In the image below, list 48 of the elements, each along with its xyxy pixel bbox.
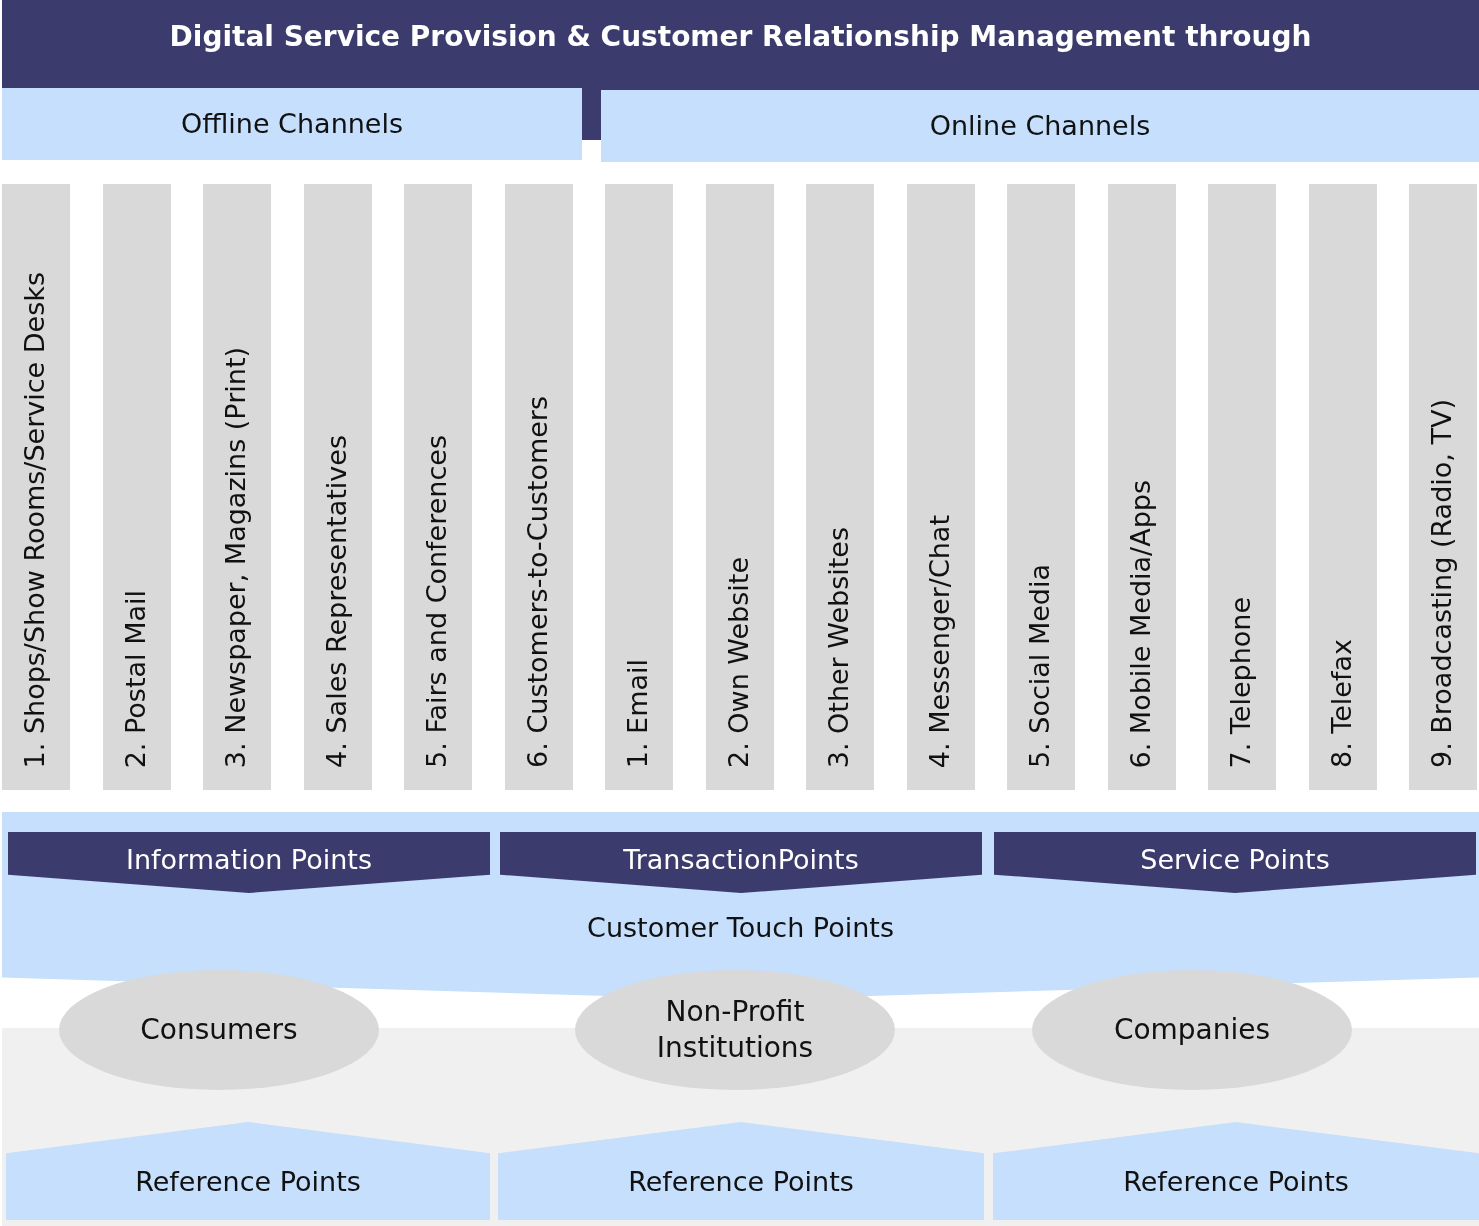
reference-label: Reference Points <box>134 1166 362 1197</box>
chevron-banner <box>500 832 982 893</box>
channel-column <box>605 184 673 790</box>
channel-header <box>2 88 582 160</box>
channel-label: 3. Other Websites <box>823 526 854 768</box>
chevron-banner <box>8 832 490 893</box>
channel-label: 4. Messenger/Chat <box>924 514 955 768</box>
banner-heading: Information Points <box>125 844 373 875</box>
channel-header <box>601 90 1479 162</box>
channel-label: 9. Broadcasting (Radio, TV) <box>1426 398 1457 768</box>
channel-label: 8. Telefax <box>1326 639 1357 768</box>
channel-heading: Offline Channels <box>179 108 405 139</box>
banner-heading: Service Points <box>1139 844 1331 875</box>
channel-column <box>103 184 171 790</box>
customer-label: Companies <box>1112 1011 1272 1048</box>
channel-column <box>1007 184 1075 790</box>
channel-label: 4. Sales Representatives <box>321 435 352 768</box>
channel-label: 2. Postal Mail <box>120 589 151 768</box>
channel-column <box>806 184 874 790</box>
channel-column <box>706 184 774 790</box>
channel-column <box>505 184 573 790</box>
reference-label: Reference Points <box>1122 1166 1350 1197</box>
channel-column <box>304 184 372 790</box>
channel-column <box>2 184 70 790</box>
channel-column <box>404 184 472 790</box>
chevron-banner <box>994 832 1476 893</box>
channel-column <box>1309 184 1377 790</box>
channel-column <box>203 184 271 790</box>
customer-label: Non-Profit Institutions <box>655 993 815 1066</box>
customer-label: Consumers <box>139 1011 299 1048</box>
channel-label: 7. Telephone <box>1225 596 1256 768</box>
channel-label: 1. Email <box>622 658 653 768</box>
channel-column <box>907 184 975 790</box>
channel-heading: Online Channels <box>928 110 1152 141</box>
channel-column <box>1208 184 1276 790</box>
channel-label: 6. Customers-to-Customers <box>522 396 553 768</box>
channel-label: 3. Newspaper, Magazins (Print) <box>220 346 251 768</box>
channel-label: 6. Mobile Media/Apps <box>1125 479 1156 768</box>
reference-label: Reference Points <box>627 1166 855 1197</box>
banner-heading: TransactionPoints <box>622 844 860 875</box>
channel-column <box>1108 184 1176 790</box>
title-text: Digital Service Provision & Customer Relationship Management through <box>168 20 1313 53</box>
channel-label: 5. Fairs and Conferences <box>421 435 452 768</box>
channel-column <box>1409 184 1477 790</box>
channel-label: 5. Social Media <box>1024 563 1055 768</box>
band-heading: Customer Touch Points <box>586 912 895 943</box>
channel-label: 2. Own Website <box>723 557 754 768</box>
channel-label: 1. Shops/Show Rooms/Service Desks <box>19 271 50 768</box>
